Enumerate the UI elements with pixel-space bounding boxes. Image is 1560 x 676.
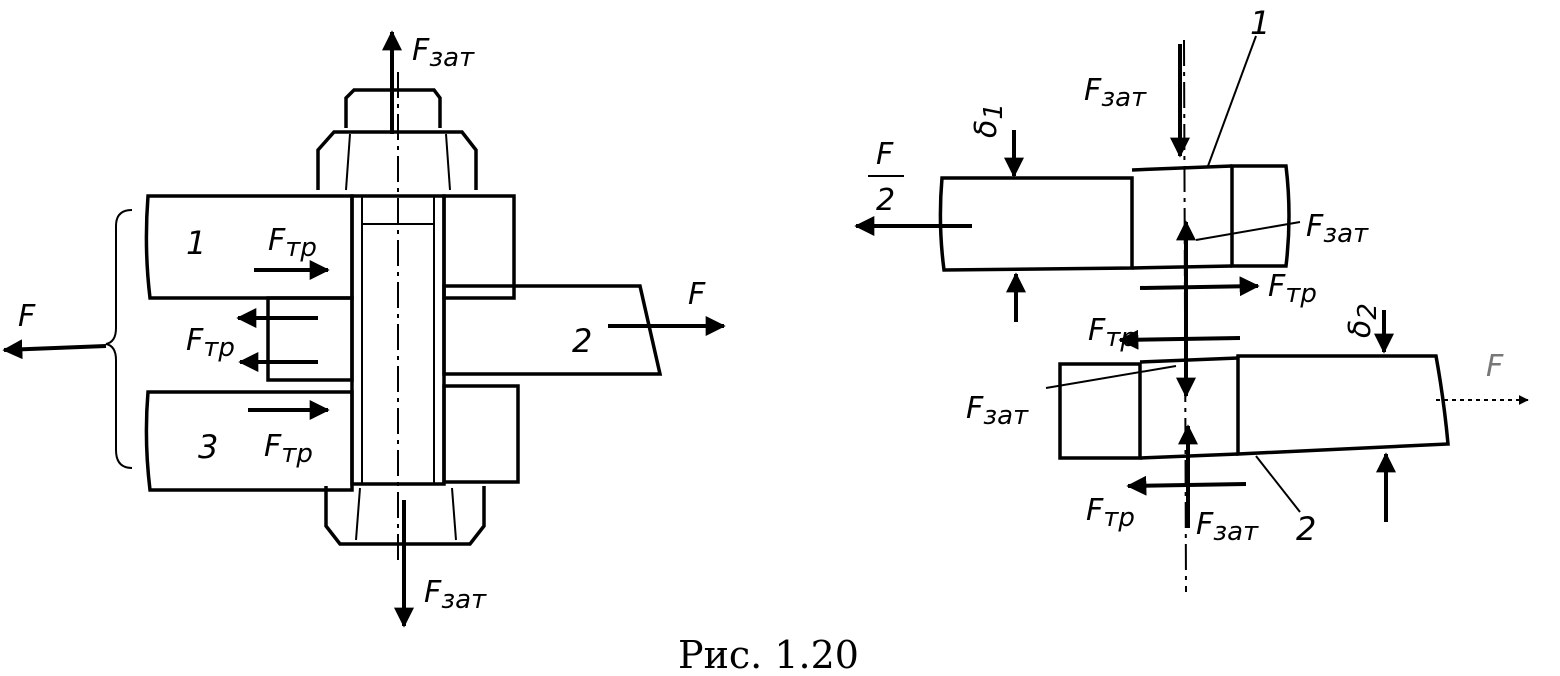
delta-1-label: δ1 xyxy=(969,103,1009,138)
right-part-2-label: 2 xyxy=(1296,510,1316,548)
right-f-tr-1-label: Fтр xyxy=(1268,269,1317,309)
delta-1-dimension: δ1 xyxy=(969,103,1026,322)
delta-2-label: δ2 xyxy=(1343,303,1383,338)
right-f-label: F xyxy=(1486,349,1504,384)
right-f-tr-2-label: Fтр xyxy=(1088,313,1137,353)
left-bolt-assembly: Fзат Fзат F F Fтр Fтр Fтр 1 2 3 xyxy=(2,30,726,628)
left-f-tr-1-label: Fтр xyxy=(268,223,317,263)
left-f-right-label: F xyxy=(688,277,706,312)
right-part-1-label: 1 xyxy=(1250,4,1270,42)
plate-2 xyxy=(266,284,663,382)
right-f-tr-3-label: Fтр xyxy=(1086,493,1135,533)
figure-caption: Рис. 1.20 xyxy=(678,633,859,676)
svg-text:F: F xyxy=(876,137,894,172)
left-part-2-label: 2 xyxy=(572,322,592,360)
r-f-tr-1-arrow xyxy=(1139,276,1260,297)
f-half-label: F 2 xyxy=(868,137,904,218)
plate-2-section xyxy=(1058,354,1450,460)
right-f-zat-top-label: Fзат xyxy=(1084,73,1147,113)
right-f-zat-low-label: Fзат xyxy=(966,391,1029,431)
left-f-tr-3-label: Fтр xyxy=(264,429,313,469)
right-free-body-diagram: δ1 δ2 Fзат Fзат Fзат Fзат F 2 Fтр Fтр Fт… xyxy=(854,4,1529,593)
svg-text:2: 2 xyxy=(876,183,895,218)
r-part-1-leader xyxy=(1207,35,1257,167)
left-brace xyxy=(105,209,133,469)
left-part-3-label: 3 xyxy=(198,428,218,466)
left-f-zat-top-label: Fзат xyxy=(412,33,475,73)
left-f-zat-bottom-label: Fзат xyxy=(424,575,487,615)
left-f-tr-2-label: Fтр xyxy=(186,323,235,363)
r-f-tr-3-arrow xyxy=(1126,475,1247,496)
left-f-left-label: F xyxy=(18,299,36,334)
delta-2-dimension: δ2 xyxy=(1343,303,1396,522)
right-f-zat-bottom-label: Fзат xyxy=(1196,507,1259,547)
bolt xyxy=(316,72,486,560)
r-part-2-leader xyxy=(1255,455,1301,513)
right-f-zat-mid-label: Fзат xyxy=(1306,209,1369,249)
f-left-arrow xyxy=(2,339,107,360)
r-f-tr-2-arrow xyxy=(1118,329,1241,350)
left-part-1-label: 1 xyxy=(186,224,206,262)
r-f-zat-low-leader xyxy=(1045,365,1177,389)
plate-1-section xyxy=(938,164,1291,272)
r-f-zat-mid-leader xyxy=(1195,221,1301,241)
